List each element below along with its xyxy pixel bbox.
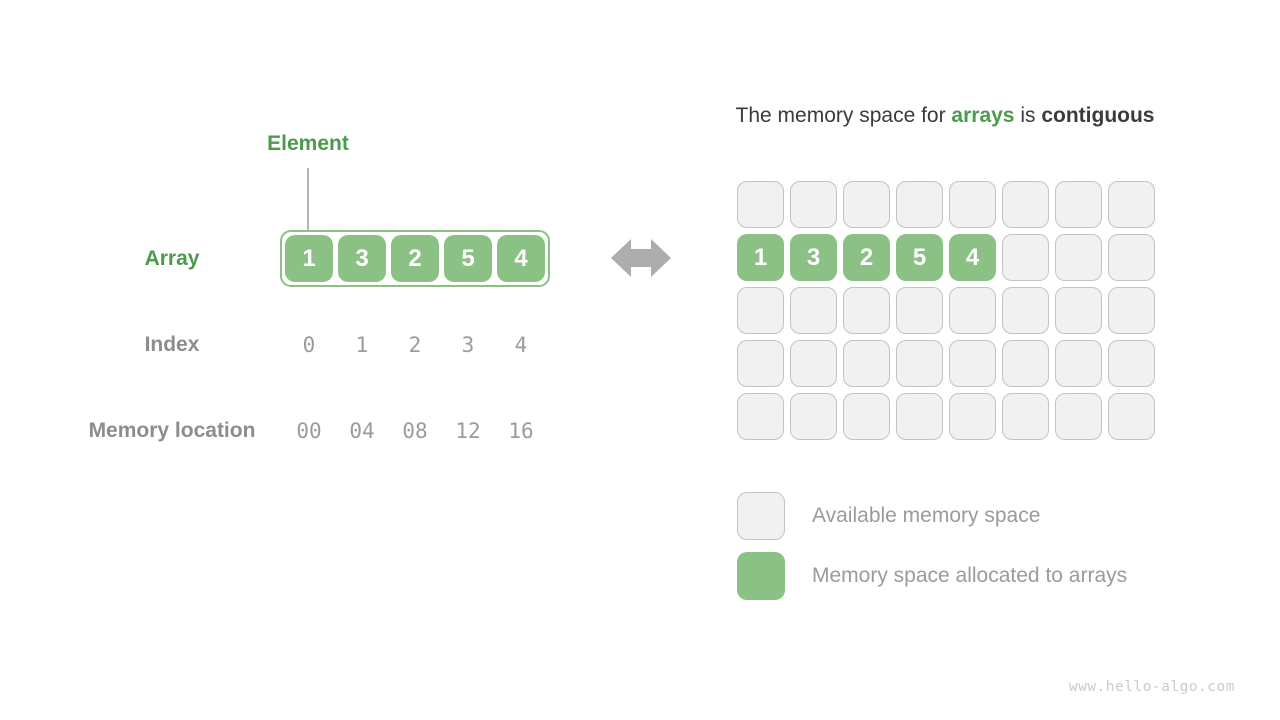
memory-cell — [737, 340, 784, 387]
memory-cell — [1002, 340, 1049, 387]
memory-cell — [1108, 181, 1155, 228]
double-arrow-icon — [610, 237, 672, 284]
memory-location-value: 12 — [455, 419, 481, 443]
index-value: 0 — [302, 333, 316, 357]
memory-location-value: 08 — [402, 419, 428, 443]
legend-label: Memory space allocated to arrays — [812, 564, 1128, 587]
title-middle: is — [1014, 104, 1042, 127]
memory-cell — [1108, 287, 1155, 334]
memory-cell — [1108, 340, 1155, 387]
watermark: www.hello-algo.com — [1068, 679, 1235, 695]
element-connector-line — [307, 168, 309, 230]
memory-cell-allocated: 4 — [949, 234, 996, 281]
array-cell: 1 — [285, 235, 333, 282]
title-arrays-highlight: arrays — [951, 104, 1015, 127]
index-value: 3 — [461, 333, 475, 357]
memory-cell — [737, 393, 784, 440]
index-values: 0 1 2 3 4 — [285, 333, 545, 357]
memory-cell-allocated: 2 — [843, 234, 890, 281]
legend-item: Memory space allocated to arrays — [737, 552, 1127, 600]
memory-cell — [843, 393, 890, 440]
memory-cell — [1002, 393, 1049, 440]
memory-location-value: 00 — [296, 419, 322, 443]
memory-cell — [1055, 234, 1102, 281]
memory-location-value: 16 — [508, 419, 534, 443]
memory-cell — [790, 181, 837, 228]
memory-cell — [843, 181, 890, 228]
memory-cell-allocated: 1 — [737, 234, 784, 281]
available-memory-swatch — [737, 492, 785, 540]
index-value: 4 — [514, 333, 528, 357]
title-contiguous-emphasis: contiguous — [1041, 104, 1155, 127]
element-label: Element — [267, 132, 349, 155]
memory-cell — [949, 287, 996, 334]
array-cell: 3 — [338, 235, 386, 282]
memory-cell — [1108, 393, 1155, 440]
memory-cell — [1055, 393, 1102, 440]
title-prefix: The memory space for — [735, 104, 952, 127]
memory-cell — [843, 287, 890, 334]
memory-cell — [949, 393, 996, 440]
memory-cell — [1055, 340, 1102, 387]
memory-cell-allocated: 5 — [896, 234, 943, 281]
diagram-title: The memory space for arrays is contiguou… — [736, 103, 1155, 128]
array-cell: 4 — [497, 235, 545, 282]
memory-cell — [896, 181, 943, 228]
memory-location-values: 00 04 08 12 16 — [285, 419, 545, 443]
array-cell: 5 — [444, 235, 492, 282]
index-value: 2 — [408, 333, 422, 357]
memory-cell — [790, 340, 837, 387]
memory-cell — [1002, 287, 1049, 334]
memory-cell — [896, 393, 943, 440]
memory-cell — [790, 287, 837, 334]
memory-cell — [949, 181, 996, 228]
index-label: Index — [144, 333, 200, 356]
legend-item: Available memory space — [737, 492, 1127, 540]
memory-cell — [1002, 181, 1049, 228]
index-value: 1 — [355, 333, 369, 357]
memory-cell — [896, 287, 943, 334]
memory-cell — [1002, 234, 1049, 281]
memory-cell — [737, 287, 784, 334]
memory-cell — [896, 340, 943, 387]
memory-cell — [737, 181, 784, 228]
array-cell: 2 — [391, 235, 439, 282]
memory-cell — [843, 340, 890, 387]
memory-cell — [1055, 287, 1102, 334]
memory-location-value: 04 — [349, 419, 375, 443]
memory-cell — [1055, 181, 1102, 228]
memory-cell-allocated: 3 — [790, 234, 837, 281]
array-label: Array — [144, 247, 200, 270]
allocated-memory-swatch — [737, 552, 785, 600]
memory-cell — [790, 393, 837, 440]
legend-label: Available memory space — [812, 504, 1041, 527]
memory-cell — [949, 340, 996, 387]
memory-cell — [1108, 234, 1155, 281]
memory-location-label: Memory location — [88, 419, 256, 442]
